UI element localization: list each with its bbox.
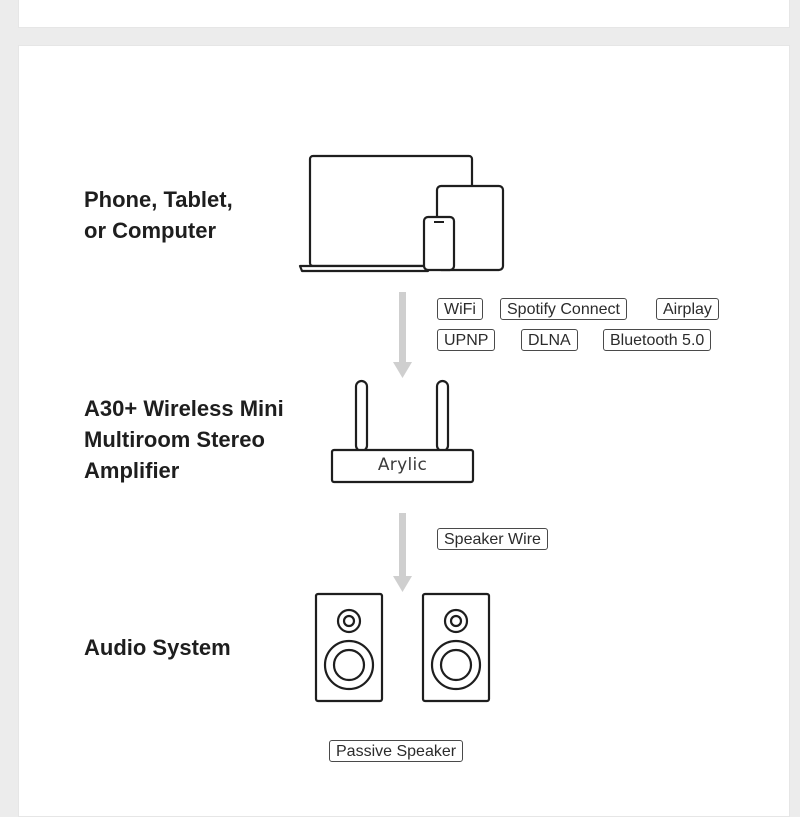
source-label-line-1: Phone, Tablet,: [84, 187, 233, 212]
speaker-right-icon: [421, 592, 491, 703]
amplifier-label: A30+ Wireless Mini Multiroom Stereo Ampl…: [84, 393, 284, 486]
tag-speaker-wire: Speaker Wire: [437, 528, 548, 550]
amplifier-label-line-1: A30+ Wireless Mini: [84, 396, 284, 421]
top-card: [18, 0, 790, 28]
tag-bluetooth: Bluetooth 5.0: [603, 329, 712, 351]
tag-wifi: WiFi: [437, 298, 483, 320]
arrow-down-icon: [393, 292, 412, 378]
devices-icon: [298, 154, 505, 273]
tag-upnp: UPNP: [437, 329, 496, 351]
diagram-graphics: [298, 154, 505, 703]
amplifier-label-line-2: Multiroom Stereo: [84, 427, 265, 452]
source-label-line-2: or Computer: [84, 218, 216, 243]
arrow-down-icon: [393, 513, 412, 592]
tag-airplay: Airplay: [656, 298, 719, 320]
amplifier-icon: [330, 379, 475, 484]
source-label: Phone, Tablet, or Computer: [84, 184, 233, 246]
tag-dlna: DLNA: [521, 329, 578, 351]
arylic-logo: Arylic: [377, 455, 428, 475]
tag-passive-speaker: Passive Speaker: [329, 740, 464, 762]
amplifier-label-line-3: Amplifier: [84, 458, 180, 483]
audio-system-label-line-1: Audio System: [84, 635, 231, 660]
speaker-left-icon: [314, 592, 384, 703]
tag-spotify-connect: Spotify Connect: [500, 298, 627, 320]
audio-system-label: Audio System: [84, 632, 231, 663]
